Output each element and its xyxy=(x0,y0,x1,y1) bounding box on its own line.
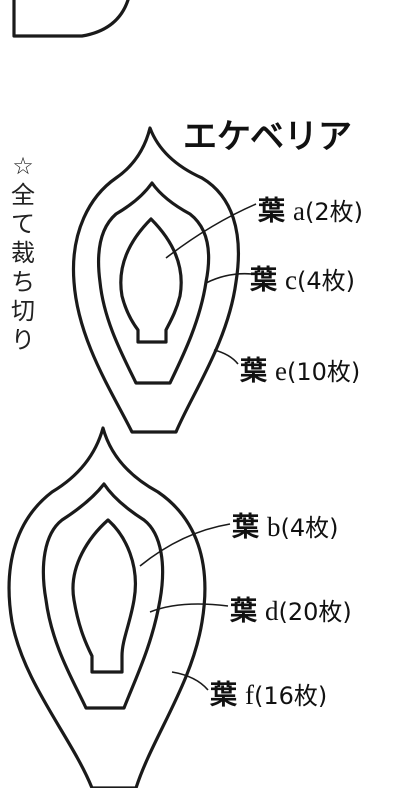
label-f-count: (16枚) xyxy=(254,682,327,710)
leader-b xyxy=(139,523,231,567)
leaf-a-outline xyxy=(119,217,183,344)
label-b-letter: b xyxy=(267,512,281,542)
label-c-letter: c xyxy=(285,265,297,295)
leaf-e-outline xyxy=(71,126,240,434)
leaf-d-outline xyxy=(41,482,165,710)
label-c-kanji: 葉 xyxy=(249,265,278,296)
leader-e xyxy=(213,349,239,365)
label-a-count: (2枚) xyxy=(305,198,363,226)
label-d-count: (20枚) xyxy=(279,598,352,626)
label-e-letter: e xyxy=(275,356,287,386)
label-e-count: (10枚) xyxy=(287,358,360,386)
label-a-kanji: 葉 xyxy=(257,196,286,227)
leader-a xyxy=(165,203,257,259)
label-b-kanji: 葉 xyxy=(231,512,260,543)
leaf-c-outline xyxy=(96,181,211,385)
label-f-letter: f xyxy=(245,680,254,710)
leaf-f-outline xyxy=(7,426,207,788)
title: エケベリア xyxy=(183,117,352,157)
partial-leaf-outline-top xyxy=(12,0,130,38)
label-f-kanji: 葉 xyxy=(209,680,238,711)
label-e-kanji: 葉 xyxy=(239,356,268,387)
leader-f xyxy=(171,671,209,691)
label-a-letter: a xyxy=(293,196,305,226)
leaf-b-outline xyxy=(71,518,137,674)
label-b-count: (4枚) xyxy=(281,514,339,542)
label-d-kanji: 葉 xyxy=(229,596,258,627)
label-c-count: (4枚) xyxy=(297,267,355,295)
label-d-letter: d xyxy=(265,596,279,626)
leader-c xyxy=(205,272,253,284)
leader-d xyxy=(149,603,229,613)
cut-note: ☆ 全 て 裁 ち 切 り xyxy=(11,152,35,354)
